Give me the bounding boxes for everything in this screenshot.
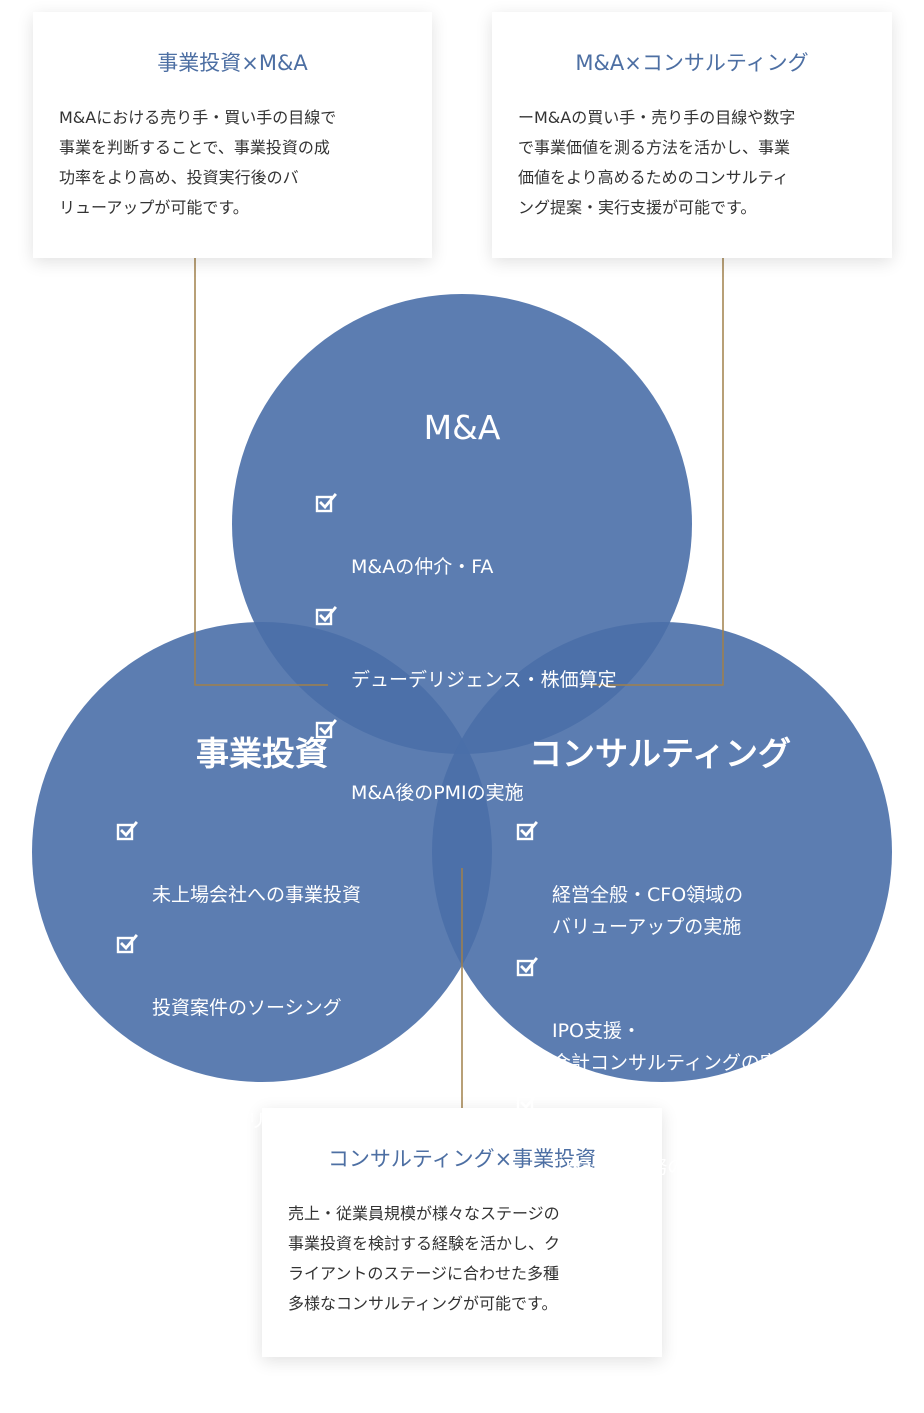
circle-business-investment xyxy=(32,622,492,1082)
ma-service-list: M&Aの仲介・FA デューデリジェンス・株価算定 M&A後のPMIの実施 xyxy=(315,487,617,826)
card-ma-business-investment: 事業投資×M&A M&Aにおける売り手・買い手の目線で 事業を判断することで、事… xyxy=(33,12,432,258)
checkbox-checked-icon xyxy=(315,606,337,626)
list-item-label: CFO代行業務の実施 xyxy=(552,1156,725,1178)
list-item-label: 投資案件のソーシング xyxy=(152,997,342,1019)
checkbox-checked-icon xyxy=(116,934,138,954)
list-item: CFO代行業務の実施 xyxy=(516,1087,798,1183)
card-title: コンサルティング×事業投資 xyxy=(327,1147,597,1171)
checkbox-checked-icon xyxy=(516,821,538,841)
list-item: IPO支援・ 会計コンサルティングの実施 xyxy=(516,951,798,1079)
business-investment-service-list: 未上場会社への事業投資 投資案件のソーシング 投資後のバリューアップ xyxy=(116,815,361,1154)
list-item: 投資後のバリューアップ xyxy=(116,1041,361,1137)
card-ma-consulting: M&A×コンサルティング ーM&Aの買い手・売り手の目線や数字 で事業価値を測る… xyxy=(492,12,892,258)
circle-title-ma: M&A xyxy=(423,408,501,447)
checkbox-checked-icon xyxy=(516,957,538,977)
list-item: デューデリジェンス・株価算定 xyxy=(315,600,617,696)
connector-ma-biz xyxy=(194,258,328,686)
circle-title-business-investment: 事業投資 xyxy=(196,734,328,773)
list-item-label: M&A後のPMIの実施 xyxy=(351,782,524,804)
card-consulting-business-investment: コンサルティング×事業投資 売上・従業員規模が様々なステージの 事業投資を検討す… xyxy=(262,1108,662,1357)
list-item: 未上場会社への事業投資 xyxy=(116,815,361,911)
connector-lines xyxy=(194,258,724,1108)
checkbox-checked-icon xyxy=(516,1093,538,1113)
list-item-label: 経営全般・CFO領域の バリューアップの実施 xyxy=(552,884,744,938)
card-body: ーM&Aの買い手・売り手の目線や数字 で事業価値を測る方法を活かし、事業 価値を… xyxy=(518,108,796,218)
card-body: M&Aにおける売り手・買い手の目線で 事業を判断することで、事業投資の成 功率を… xyxy=(59,108,337,218)
list-item: 経営全般・CFO領域の バリューアップの実施 xyxy=(516,815,798,943)
checkbox-checked-icon xyxy=(315,719,337,739)
card-title: 事業投資×M&A xyxy=(157,51,308,75)
list-item: 投資案件のソーシング xyxy=(116,928,361,1024)
checkbox-checked-icon xyxy=(315,493,337,513)
list-item-label: 未上場会社への事業投資 xyxy=(152,884,362,906)
circle-title-consulting: コンサルティング xyxy=(528,734,792,773)
consulting-service-list: 経営全般・CFO領域の バリューアップの実施 IPO支援・ 会計コンサルティング… xyxy=(516,815,798,1191)
list-item-label: デューデリジェンス・株価算定 xyxy=(351,669,617,691)
circle-consulting xyxy=(432,622,892,1082)
list-item-label: 投資後のバリューアップ xyxy=(152,1110,361,1132)
list-item-label: IPO支援・ 会計コンサルティングの実施 xyxy=(552,1020,798,1074)
venn-circles xyxy=(32,294,892,1082)
checkbox-checked-icon xyxy=(116,1047,138,1067)
connector-ma-cons xyxy=(590,258,724,686)
list-item: M&A後のPMIの実施 xyxy=(315,713,617,809)
list-item-label: M&Aの仲介・FA xyxy=(351,556,494,578)
checkbox-checked-icon xyxy=(116,821,138,841)
card-title: M&A×コンサルティング xyxy=(575,51,809,75)
card-body: 売上・従業員規模が様々なステージの 事業投資を検討する経験を活かし、ク ライアン… xyxy=(288,1204,561,1314)
list-item: M&Aの仲介・FA xyxy=(315,487,617,583)
